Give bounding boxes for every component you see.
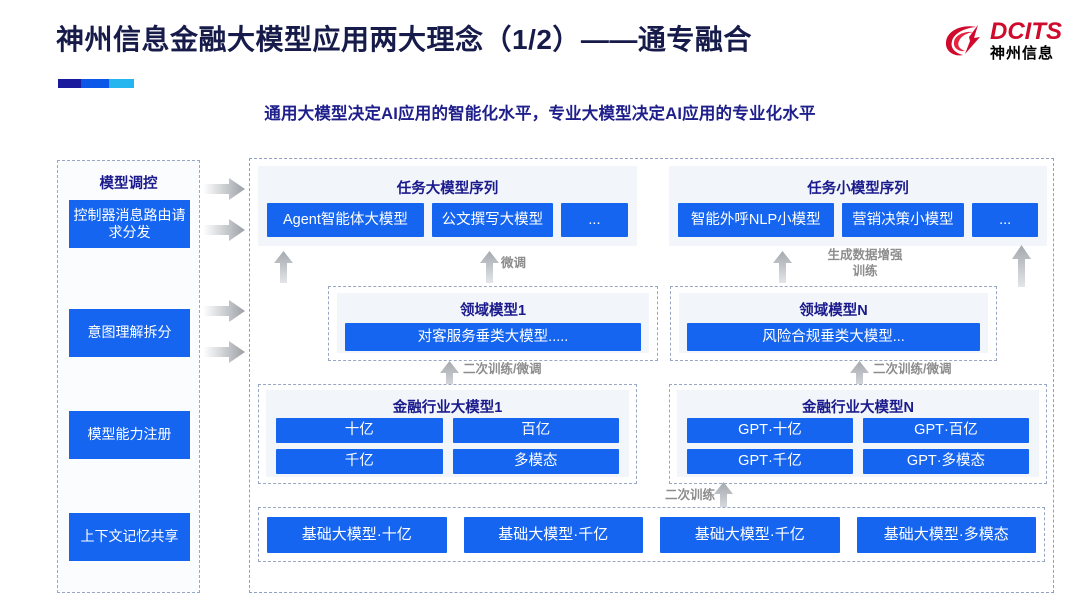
flow-arrow-up-retrain-base <box>714 482 733 514</box>
flow-arrow-up-retrain-right <box>850 361 869 393</box>
label-data-augment: 生成数据增强训练 <box>827 248 903 278</box>
chip-risk-compliance-vertical-model[interactable]: 风险合规垂类大模型... <box>687 323 980 351</box>
base-model-row: 基础大模型·十亿 基础大模型·千亿 基础大模型·千亿 基础大模型·多模态 <box>267 517 1036 553</box>
accent-segment-1 <box>58 79 81 88</box>
industry-model-n-cells: GPT·十亿 GPT·百亿 GPT·千亿 GPT·多模态 <box>687 418 1029 474</box>
cell-industryn-gpt-multimodal[interactable]: GPT·多模态 <box>863 449 1029 474</box>
industry-model-1-cells: 十亿 百亿 千亿 多模态 <box>276 418 619 474</box>
domain-model-1-inner: 领域模型1 对客服务垂类大模型..... <box>337 293 649 353</box>
accent-segment-3 <box>108 79 134 88</box>
cell-industryn-gpt-billion[interactable]: GPT·十亿 <box>687 418 853 443</box>
chip-base-model-hundred-billion-2[interactable]: 基础大模型·千亿 <box>660 517 840 553</box>
domain-model-n-band: 领域模型N 风险合规垂类大模型... <box>670 286 997 361</box>
flow-arrow-up-data-augment <box>773 251 792 283</box>
sidebar-item-intent-understanding[interactable]: 意图理解拆分 <box>69 309 190 357</box>
domain-model-1-band: 领域模型1 对客服务垂类大模型..... <box>328 286 658 361</box>
task-small-model-title: 任务小模型序列 <box>807 181 909 197</box>
flow-arrow-up-task-right-edge <box>1012 245 1031 287</box>
industry-model-1-band: 金融行业大模型1 十亿 百亿 千亿 多模态 <box>258 384 637 484</box>
flow-arrow-up-task-left-edge <box>274 251 293 283</box>
chip-more-small-models[interactable]: ... <box>972 203 1038 237</box>
industry-model-n-title: 金融行业大模型N <box>802 400 914 416</box>
logo-text-en: DCITS <box>990 18 1062 45</box>
model-control-panel: 模型调控 控制器消息路由请求分发 意图理解拆分 模型能力注册 上下文记忆共享 <box>57 160 200 593</box>
sidebar-item-context-memory-sharing[interactable]: 上下文记忆共享 <box>69 513 190 561</box>
domain-model-n-title: 领域模型N <box>799 303 868 319</box>
chip-base-model-multimodal[interactable]: 基础大模型·多模态 <box>856 517 1036 553</box>
cell-industryn-gpt-ten-billion[interactable]: GPT·百亿 <box>863 418 1029 443</box>
chip-agent-large-model[interactable]: Agent智能体大模型 <box>267 203 424 237</box>
industry-model-1-title: 金融行业大模型1 <box>392 400 503 416</box>
logo-text-cn: 神州信息 <box>990 45 1055 62</box>
task-small-model-chips: 智能外呼NLP小模型 营销决策小模型 ... <box>678 203 1038 237</box>
base-model-band: 基础大模型·十亿 基础大模型·千亿 基础大模型·千亿 基础大模型·多模态 <box>258 507 1045 562</box>
label-retrain: 二次训练 <box>665 488 716 502</box>
connector-arrow-right-3 <box>203 300 245 322</box>
task-large-model-chips: Agent智能体大模型 公文撰写大模型 ... <box>267 203 628 237</box>
connector-arrow-right-1 <box>203 178 245 200</box>
label-finetune: 微调 <box>501 256 527 270</box>
label-retrain-finetune-left: 二次训练/微调 <box>463 362 542 376</box>
chip-document-writing-model[interactable]: 公文撰写大模型 <box>431 203 553 237</box>
sidebar-item-controller-routing[interactable]: 控制器消息路由请求分发 <box>69 200 190 248</box>
cell-industry1-hundred-billion[interactable]: 千亿 <box>276 449 443 474</box>
chip-more-large-models[interactable]: ... <box>560 203 628 237</box>
slide-subtitle: 通用大模型决定AI应用的智能化水平，专业大模型决定AI应用的专业化水平 <box>264 105 816 123</box>
chip-outbound-nlp-small-model[interactable]: 智能外呼NLP小模型 <box>678 203 834 237</box>
title-accent-bar <box>58 79 134 88</box>
industry-model-n-band: 金融行业大模型N GPT·十亿 GPT·百亿 GPT·千亿 GPT·多模态 <box>669 384 1047 484</box>
chip-customer-service-vertical-model[interactable]: 对客服务垂类大模型..... <box>345 323 641 351</box>
industry-model-n-inner: 金融行业大模型N GPT·十亿 GPT·百亿 GPT·千亿 GPT·多模态 <box>677 390 1039 477</box>
cell-industry1-billion[interactable]: 十亿 <box>276 418 443 443</box>
accent-segment-2 <box>80 79 109 88</box>
flow-arrow-up-finetune <box>480 251 499 283</box>
cell-industry1-ten-billion[interactable]: 百亿 <box>452 418 619 443</box>
chip-base-model-billion[interactable]: 基础大模型·十亿 <box>267 517 447 553</box>
architecture-diagram: 任务大模型序列 Agent智能体大模型 公文撰写大模型 ... 任务小模型序列 … <box>249 158 1054 593</box>
cell-industryn-gpt-hundred-billion[interactable]: GPT·千亿 <box>687 449 853 474</box>
connector-arrow-right-2 <box>203 219 245 241</box>
page-title: 神州信息金融大模型应用两大理念（1/2）——通专融合 <box>56 24 752 55</box>
chip-base-model-hundred-billion-1[interactable]: 基础大模型·千亿 <box>463 517 643 553</box>
task-large-model-title: 任务大模型序列 <box>396 181 499 197</box>
task-small-model-group: 任务小模型序列 智能外呼NLP小模型 营销决策小模型 ... <box>669 166 1047 246</box>
industry-model-1-inner: 金融行业大模型1 十亿 百亿 千亿 多模态 <box>266 390 629 477</box>
flow-arrow-up-retrain-left <box>440 361 459 393</box>
company-logo: DCITS 神州信息 <box>943 20 1062 61</box>
domain-model-n-inner: 领域模型N 风险合规垂类大模型... <box>679 293 988 353</box>
sidebar-item-capability-registration[interactable]: 模型能力注册 <box>69 411 190 459</box>
domain-model-1-title: 领域模型1 <box>459 303 527 319</box>
label-retrain-finetune-right: 二次训练/微调 <box>873 362 952 376</box>
chip-marketing-decision-small-model[interactable]: 营销决策小模型 <box>841 203 965 237</box>
task-large-model-group: 任务大模型序列 Agent智能体大模型 公文撰写大模型 ... <box>258 166 637 246</box>
dcits-swirl-icon <box>945 24 980 55</box>
connector-arrow-right-4 <box>203 341 245 363</box>
model-control-title: 模型调控 <box>99 176 158 192</box>
cell-industry1-multimodal[interactable]: 多模态 <box>452 449 619 474</box>
